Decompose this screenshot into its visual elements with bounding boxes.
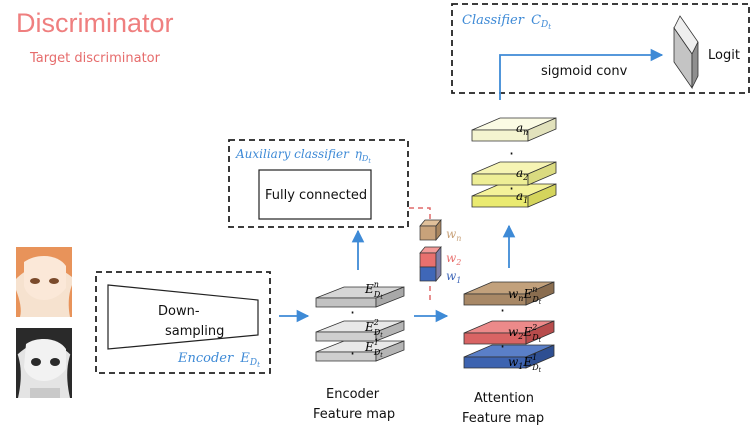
a-slab-2 [471, 161, 557, 186]
attention-ellipsis-1: · [500, 301, 505, 320]
encoder-slab-1 [315, 340, 405, 362]
aux-classifier-caption: Auxiliary classifier ηDt [235, 147, 371, 165]
downsampling-label-1: Down- [158, 304, 200, 319]
downsampling-trapezoid [107, 284, 259, 350]
attention-slab-1 [463, 344, 555, 369]
logit-slab [673, 15, 699, 90]
encoder-ellipsis-1: · [350, 303, 355, 322]
weight-2-label: w2 [446, 251, 461, 267]
encoder-box [95, 271, 271, 374]
weight-1-label: w1 [446, 269, 461, 285]
classifier-box [451, 3, 750, 94]
a-1-label: a1 [516, 189, 528, 205]
encoder-feature-map [315, 286, 405, 362]
weight-dashed-connector [409, 207, 431, 303]
classifier-caption: Classifier CDt [462, 13, 551, 31]
a-slab-n [471, 117, 557, 142]
a-ellipsis-1: · [509, 144, 514, 163]
logit-label: Logit [708, 48, 740, 63]
attention-feature-map [463, 281, 555, 369]
attention-caption-1: Attention [474, 391, 534, 406]
weight-cube-n [419, 219, 442, 241]
a-ellipsis-2: · [509, 179, 514, 198]
diagram-title: Discriminator [16, 8, 174, 38]
encoder-slab-n [315, 286, 405, 308]
diagram-subtitle: Target discriminator [30, 51, 160, 66]
encoder-featuremap-caption-1: Encoder [326, 387, 380, 402]
weight-cube-2-1 [419, 246, 442, 282]
encoder-featuremap-caption-2: Feature map [313, 407, 395, 422]
a-2-label: a2 [516, 166, 528, 182]
a-n-label: an [516, 121, 528, 137]
weight-n-label: wn [446, 227, 461, 243]
downsampling-label-2: sampling [165, 324, 224, 339]
attention-caption-2: Feature map [462, 411, 544, 426]
a-slab-1 [471, 183, 557, 208]
encoder-ellipsis-2: · [350, 344, 355, 363]
attention-ellipsis-2: · [500, 337, 505, 356]
input-image-1 [16, 247, 72, 317]
attention-slab-2 [463, 320, 555, 345]
aux-classifier-box [228, 139, 409, 228]
sigmoid-conv-label: sigmoid conv [541, 64, 628, 79]
arrow-maps-to-classifier [499, 48, 664, 100]
input-image-2 [16, 328, 72, 398]
fully-connected-label: Fully connected [265, 188, 367, 203]
attention-slab-n [463, 281, 555, 306]
attention-maps [471, 117, 557, 208]
fully-connected-block [258, 169, 372, 220]
encoder-caption: Encoder EDt [177, 351, 260, 369]
encoder-slab-2 [315, 320, 405, 342]
